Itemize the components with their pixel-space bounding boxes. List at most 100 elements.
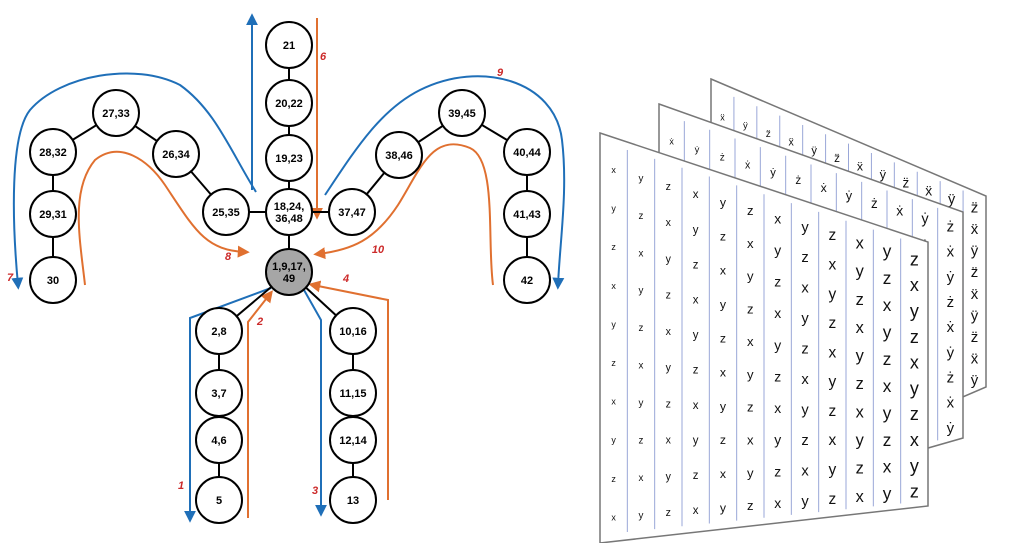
tree-node: 41,43 [503,190,551,238]
sheet-cell-glyph: y [856,432,865,450]
sheet-cell-glyph: y [801,220,809,236]
sheet-cell-glyph: y [801,311,809,327]
sheet-cell-glyph: x [883,376,892,396]
traversal-paths [11,13,566,523]
sheet-cell-glyph: z [801,250,808,266]
sheet-cell-glyph: y [693,330,699,342]
node-circle [92,89,140,137]
tree-node: 29,31 [29,190,77,238]
sheet-cell-glyph: y [720,399,727,413]
sheet-cell-glyph: x [611,397,616,407]
tree-node: 42 [503,256,551,304]
node-label: 26,34 [162,149,190,161]
sheet-cell-glyph: y [639,398,644,409]
sheet-cell-glyph: z [856,375,864,393]
sheet-cell-glyph: y [693,435,699,447]
sheet-cell-glyph: z [883,268,892,288]
sheet-cell-glyph: ÿ [743,121,748,132]
sheet-cell-glyph: y [747,465,754,480]
sheet-cell-glyph: x [801,281,809,297]
node-circle [503,256,551,304]
node-label: 42 [521,275,533,287]
sheet-cell-glyph: ẋ [669,137,674,147]
tree-node: 26,34 [152,130,200,178]
step-label-s7: 7 [7,272,14,284]
sheet-cell-glyph: z [828,491,836,508]
node-label: 41,43 [513,209,541,221]
sheet-cell-glyph: z [693,259,699,271]
node-circle [265,134,313,182]
tree-node: 20,22 [265,79,313,127]
traversal-arrow-s10 [313,143,494,286]
sheet-cell-glyph: ẍ [857,160,864,174]
sheet-cell-glyph: ẋ [821,181,828,195]
sheet-cell-glyph: x [910,430,919,450]
node-circle [29,256,77,304]
sheet-cell-glyph: y [856,347,865,365]
tree-node: 28,32 [29,128,77,176]
tree-node: 21 [265,21,313,69]
step-label-s6: 6 [320,51,327,63]
sheet-cell-glyph: z [910,482,919,502]
sheet-cell-glyph: y [774,432,781,448]
node-circle [265,248,313,296]
sheet-cell-glyph: ẋ [896,203,903,219]
tree-node: 4,6 [195,416,243,464]
node-label: 27,33 [102,108,130,120]
sheet-cell-glyph: y [883,241,892,261]
sheet-cell-glyph: z [720,331,726,345]
node-label: 12,14 [339,435,367,447]
sheet-cell-glyph: x [747,432,754,447]
sheet-cell-glyph: x [883,295,892,315]
sheet-cell-glyph: y [910,378,919,398]
sheet-cell-glyph: z [828,315,836,332]
sheet-cell-glyph: z [611,242,616,252]
sheet-cell-glyph: z [720,230,726,244]
tree-node: 13 [329,476,377,524]
sheet-cell-glyph: y [611,319,616,329]
step-label-s9: 9 [497,67,504,79]
traversal-arrow-s2 [247,290,273,518]
sheet-cell-glyph: z [693,470,699,482]
node-label: 38,46 [385,150,413,162]
sheet-cell-glyph: ÿ [971,372,979,389]
sheet-cell-glyph: ẋ [947,319,955,336]
sheet-cell-glyph: y [747,269,754,284]
sheet-cell-glyph: x [801,372,809,388]
tree-node: 11,15 [329,369,377,417]
sheet-cell-glyph: y [639,510,644,521]
sheet-cell-glyph: z [747,203,754,218]
node-label: 21 [283,40,295,52]
tree-node: 19,23 [265,134,313,182]
sheet-cell-glyph: z [801,342,808,358]
sheet-cell-glyph: x [828,344,836,361]
step-label-s4: 4 [342,273,349,285]
sheet-cell-glyph: z [910,327,919,347]
sheet-cell-glyph: x [639,361,644,372]
sheet-cell-glyph: x [774,400,781,416]
sheet-cell-glyph: y [883,403,892,423]
node-circle [503,128,551,176]
sheet-cell-glyph: x [720,365,727,379]
sheet-cell-glyph: y [639,173,644,184]
tree-node: 25,35 [202,188,250,236]
sheet-cell-glyph: ẏ [947,420,955,437]
node-label: 40,44 [513,147,541,159]
sheet-cell-glyph: z [639,435,644,446]
sheet-cell-glyph: y [666,362,672,374]
sheet-cell-glyph: y [720,196,727,210]
node-label: 1,9,17,49 [272,261,306,285]
sheet-cell-glyph: z [910,404,919,424]
sheet-cell-glyph: z [883,349,892,369]
sheet-cell-glyph: z [883,430,892,450]
sheet-cell-glyph: ż [947,294,955,311]
sheet-cell-glyph: x [828,256,836,273]
sheet-cell-glyph: z [639,323,644,334]
node-circle [265,79,313,127]
node-label: 37,47 [338,207,366,219]
sheet-cell-glyph: y [910,456,919,476]
sheet-cell-glyph: ż [947,369,955,386]
node-circle [29,190,77,238]
